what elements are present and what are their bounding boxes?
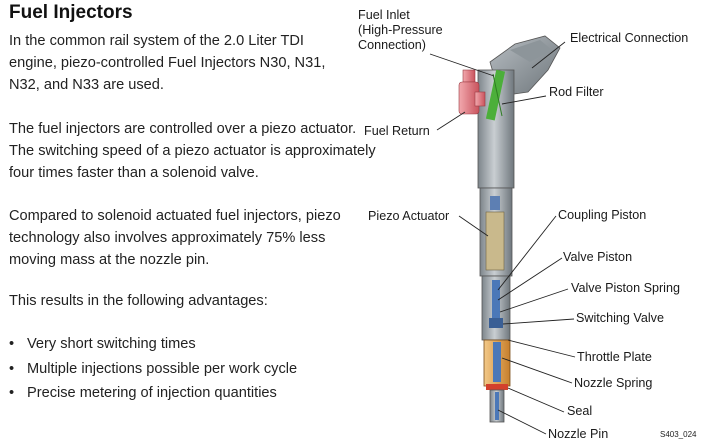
- list-item: • Very short switching times: [9, 332, 297, 357]
- nozzle-spring-shape: [493, 342, 501, 382]
- advantages-list: • Very short switching times • Multiple in…: [9, 332, 297, 406]
- label-nozzle-pin: Nozzle Pin: [548, 427, 609, 441]
- label-valve-piston-spring: Valve Piston Spring: [571, 281, 680, 295]
- advantages-intro: This results in the following advantages…: [9, 293, 268, 309]
- label-fuel-inlet-line2: (High-Pressure: [358, 23, 443, 37]
- nozzle-pin-shape: [495, 392, 499, 420]
- label-fuel-inlet: Fuel Inlet (High-Pressure Connection): [358, 8, 468, 53]
- leader-lines: [429, 41, 576, 435]
- list-item-text: Very short switching times: [27, 336, 196, 352]
- actuator-top-shape: [490, 196, 500, 210]
- control-paragraph: The fuel injectors are controlled over a…: [9, 121, 376, 181]
- piezo-stack-shape: [485, 211, 505, 271]
- seal-shape: [486, 384, 508, 390]
- label-rod-filter: Rod Filter: [549, 85, 604, 99]
- bullet-icon: •: [9, 336, 15, 352]
- fuel-return-shape: [458, 69, 486, 115]
- label-seal: Seal: [567, 404, 593, 418]
- label-fuel-return: Fuel Return: [364, 124, 430, 138]
- list-item-text: Multiple injections possible per work cy…: [27, 360, 298, 377]
- bullet-icon: •: [9, 385, 15, 401]
- list-item: • Precise metering of injection quantitie…: [9, 381, 297, 406]
- switching-valve-shape: [489, 318, 503, 328]
- label-fuel-inlet-line3: Connection): [358, 38, 426, 52]
- comparison-paragraph: Compared to solenoid actuated fuel injec…: [9, 208, 341, 268]
- label-switching-valve: Switching Valve: [576, 311, 664, 325]
- rod-filter-shape: [485, 69, 506, 121]
- valve-piston-shape: [492, 280, 500, 322]
- bullet-icon: •: [9, 360, 15, 377]
- list-item-text: Precise metering of injection quantities: [27, 385, 277, 401]
- page-title: Fuel Injectors: [9, 2, 133, 23]
- label-coupling-piston: Coupling Piston: [558, 208, 647, 222]
- label-fuel-inlet-line1: Fuel Inlet: [358, 8, 410, 22]
- label-nozzle-spring: Nozzle Spring: [574, 376, 653, 390]
- list-item: • Multiple injections possible per work c…: [9, 357, 297, 382]
- label-piezo-actuator: Piezo Actuator: [368, 209, 450, 223]
- figure-code: S403_024: [660, 430, 697, 439]
- intro-paragraph: In the common rail system of the 2.0 Lit…: [9, 33, 326, 93]
- label-throttle-plate: Throttle Plate: [577, 350, 652, 364]
- label-electrical-connection: Electrical Connection: [570, 31, 689, 45]
- label-valve-piston: Valve Piston: [563, 250, 633, 264]
